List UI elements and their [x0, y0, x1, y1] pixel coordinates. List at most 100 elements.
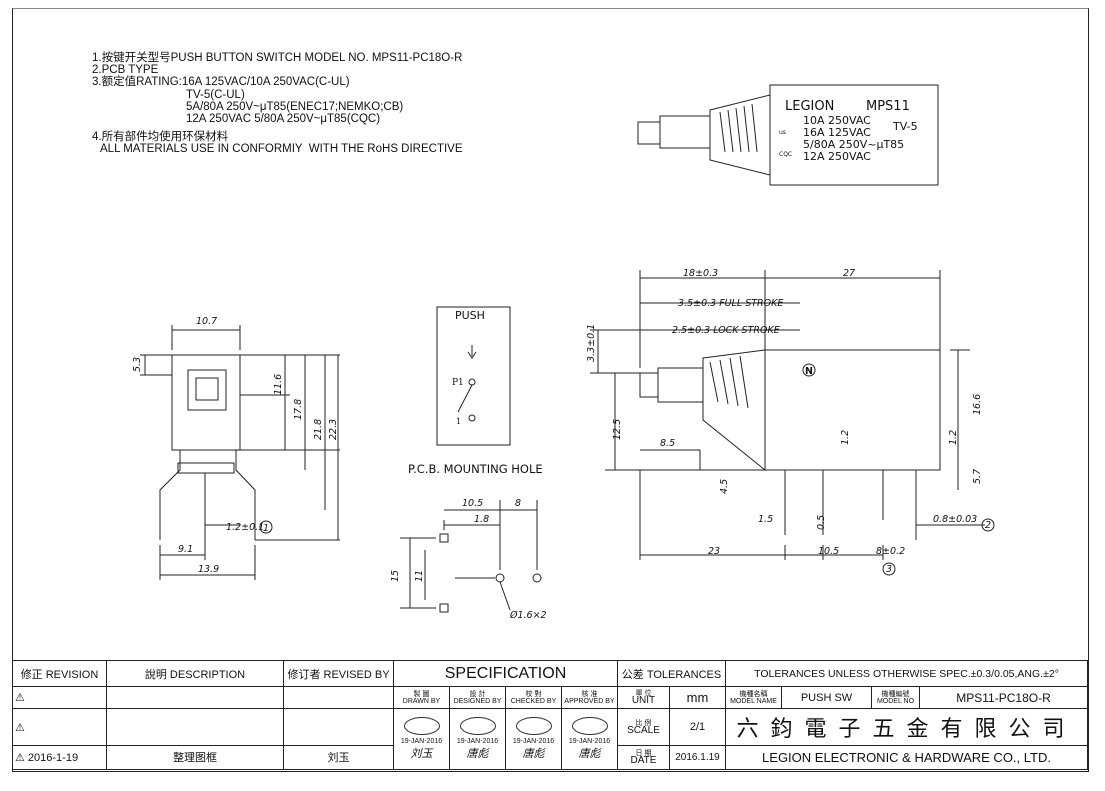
dim-22-3: 22.3 — [328, 419, 339, 440]
dim-17-8: 17.8 — [293, 399, 304, 420]
dim-5-3: 5.3 — [132, 357, 143, 372]
note-5: 5A/80A 250V~μT85(ENEC17;NEMKO;CB) — [186, 100, 404, 113]
schematic-p1: P1 — [452, 378, 464, 388]
side-dim-8-5: 8.5 — [660, 438, 675, 449]
sig-3: 唐彪 — [522, 747, 545, 761]
ul-mark: us — [779, 129, 786, 136]
tb-approved: 核 准 — [581, 690, 598, 698]
callout-1: 1 — [263, 523, 269, 534]
pcb-dim-15: 15 — [390, 570, 401, 582]
part-model: MPS11 — [866, 99, 910, 114]
side-n-mark: N — [805, 366, 813, 377]
callout-2: 2 — [985, 520, 991, 531]
side-dim-0-8: 0.8±0.03 — [933, 514, 977, 525]
side-dim-1-5: 1.5 — [758, 514, 773, 525]
part-rating-3: 5/80A 250V~μT85 — [803, 138, 904, 151]
part-top-view — [637, 84, 939, 186]
note-7: 4.所有部件均使用环保材料 — [92, 131, 229, 144]
part-rating-2: 16A 125VAC — [803, 126, 871, 139]
dim-1-2: 1.2±0.1 — [226, 522, 264, 533]
sig-4: 唐彪 — [578, 747, 601, 761]
tb-drawn: 製 圖 — [413, 690, 430, 698]
pcb-dim-11: 11 — [414, 570, 425, 582]
stamp-date-1: 19-JAN-2016 — [400, 738, 443, 746]
side-dim-4-5: 4.5 — [719, 479, 730, 494]
tb-model-no: MPS11-PC18O-R — [918, 686, 1089, 710]
side-dim-0-5: 0.5 — [816, 515, 827, 530]
cqc-mark: CQC — [779, 151, 792, 158]
side-dim-16-6: 16.6 — [972, 394, 983, 415]
part-rating-1: 10A 250VAC — [803, 114, 871, 127]
tb-model-no-en: MODEL NO — [876, 697, 915, 705]
tb-company-cn: 六鈞電子五金有限公司 — [724, 708, 1089, 746]
pcb-dim-8: 8 — [515, 498, 521, 509]
dim-11-6: 11.6 — [273, 374, 284, 395]
side-button — [639, 372, 659, 398]
tb-date-en: DATE — [630, 754, 657, 766]
note-1: 1.按键开关型号PUSH BUTTON SWITCH MODEL NO. MPS… — [92, 52, 463, 64]
schematic-box — [436, 306, 511, 446]
dim-9-1: 9.1 — [178, 544, 193, 555]
part-brand: LEGION — [785, 99, 834, 114]
rev-by: 刘玉 — [283, 744, 394, 771]
stamp-date-3: 19-JAN-2016 — [512, 738, 555, 746]
tb-revised-by: 修订者 REVISED BY — [283, 659, 394, 688]
rev-date: 2016-1-19 — [27, 751, 79, 764]
side-body — [764, 349, 941, 471]
tb-drawn-en: DRAWN BY — [402, 697, 441, 705]
sig-1: 刘玉 — [410, 747, 433, 761]
tb-tol-label: 公差 TOLERANCES — [617, 659, 726, 688]
tb-model-name: PUSH SW — [781, 686, 872, 710]
rev-desc: 整理图框 — [106, 744, 284, 771]
pcb-dim-1-8: 1.8 — [474, 514, 489, 525]
tb-scale-en: SCALE — [627, 724, 660, 736]
callout-3: 3 — [886, 564, 892, 575]
pcb-title: P.C.B. MOUNTING HOLE — [408, 462, 543, 476]
sig-2: 唐彪 — [466, 747, 489, 761]
side-dim-23: 23 — [708, 546, 720, 557]
side-dim-10-5: 10.5 — [818, 546, 839, 557]
part-top-button — [637, 121, 661, 145]
note-3: 3.额定值RATING:16A 125VAC/10A 250VAC(C-UL) — [92, 76, 350, 89]
tb-specification: SPECIFICATION — [393, 659, 618, 688]
stamp-date-4: 19-JAN-2016 — [568, 738, 611, 746]
tb-unit-en: UNIT — [631, 695, 656, 707]
tb-tol-text: TOLERANCES UNLESS OTHERWISE SPEC.±0.3/0.… — [724, 659, 1089, 688]
title-block: 修正 REVISION 說明 DESCRIPTION 修订者 REVISED B… — [12, 659, 1089, 771]
side-dim-1-2b: 1.2 — [948, 430, 959, 445]
part-top-body — [769, 84, 939, 186]
tb-unit-label: 單 位 — [635, 690, 652, 698]
side-full-stroke: 3.5±0.3 FULL STROKE — [678, 298, 783, 309]
tb-unit: mm — [669, 686, 726, 710]
side-dim-3-3: 3.3±0.1 — [586, 324, 597, 362]
pcb-hole: Ø1.6×2 — [509, 610, 547, 621]
side-dim-1-2a: 1.2 — [840, 430, 851, 445]
stamp-date-2: 19-JAN-2016 — [456, 738, 499, 746]
tb-approved-en: APPROVED BY — [564, 697, 615, 705]
part-rating-4: 12A 250VAC — [803, 150, 871, 163]
side-dim-18: 18±0.3 — [683, 268, 718, 279]
part-tv: TV-5 — [892, 120, 918, 133]
tb-designed-en: DESIGNED BY — [453, 697, 502, 705]
tb-date: 2016.1.19 — [669, 744, 726, 771]
side-dim-8: 8±0.2 — [876, 546, 905, 557]
note-4: TV-5(C-UL) — [186, 88, 245, 101]
dim-10-7: 10.7 — [196, 316, 217, 327]
note-8: ALL MATERIALS USE IN CONFORMIY WITH THE … — [100, 143, 463, 156]
tb-checked-en: CHECKED BY — [510, 697, 557, 705]
tb-designed: 設 計 — [469, 690, 486, 698]
tb-revision: 修正 REVISION — [12, 659, 107, 688]
note-2: 2.PCB TYPE — [92, 64, 159, 77]
side-dim-27: 27 — [843, 268, 855, 279]
dim-13-9: 13.9 — [198, 564, 219, 575]
tb-company-en: LEGION ELECTRONIC & HARDWARE CO., LTD. — [724, 744, 1089, 771]
tb-model-name-en: MODEL NAME — [730, 697, 777, 705]
side-view — [590, 270, 985, 560]
note-6: 12A 250VAC 5/80A 250V~μT85(CQC) — [186, 113, 381, 126]
tb-scale: 2/1 — [669, 708, 726, 746]
side-lock-stroke: 2.5±0.3 LOCK STROKE — [672, 325, 780, 336]
tb-model-name-label: 機種名稱 — [739, 690, 768, 698]
tb-checked: 校 對 — [525, 690, 542, 698]
